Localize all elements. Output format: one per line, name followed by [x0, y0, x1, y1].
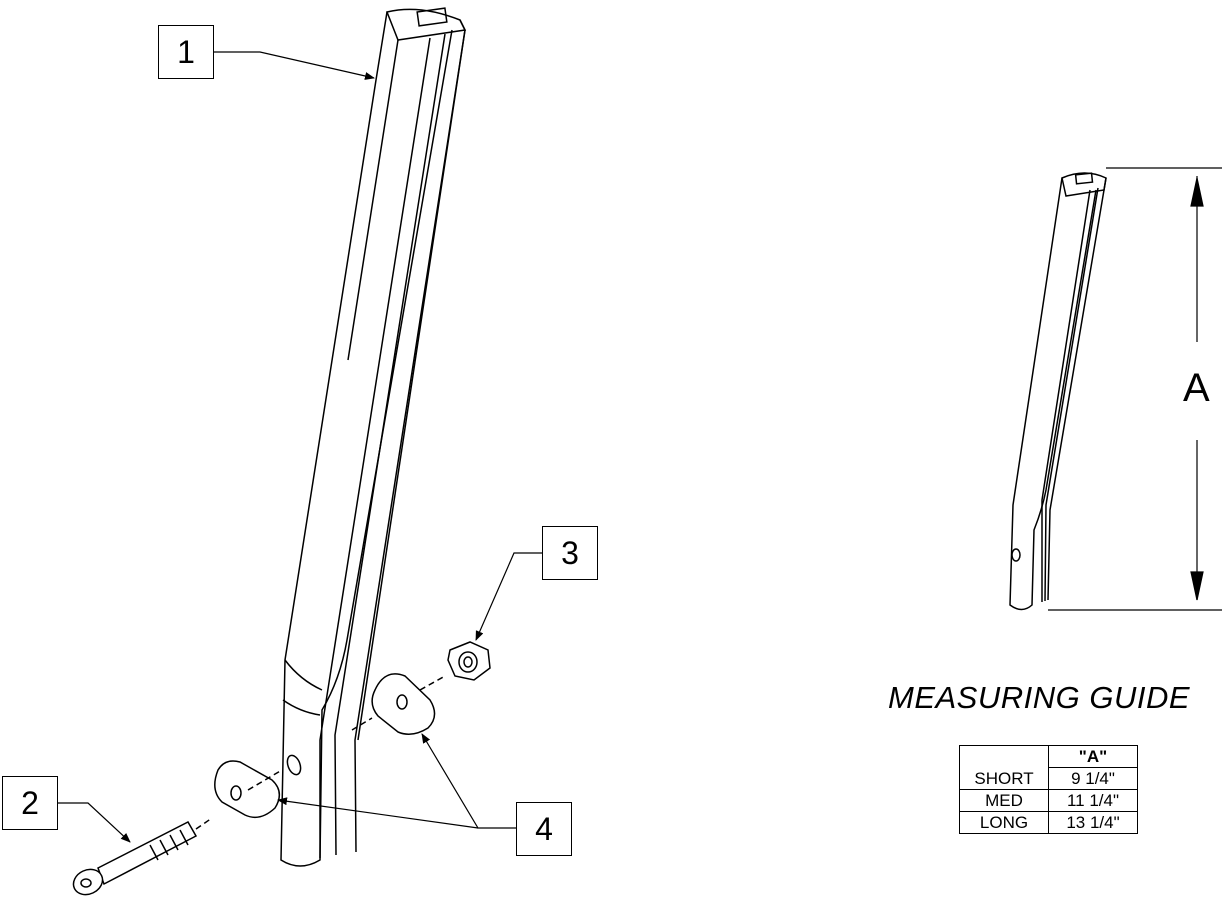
column-header: "A"	[1048, 745, 1138, 768]
size-name: SHORT	[974, 769, 1034, 788]
size-value: 13 1/4"	[1048, 811, 1138, 834]
spacer-upper	[351, 673, 446, 735]
table-row: LONG 13 1/4"	[959, 811, 1138, 834]
bolt	[72, 817, 213, 896]
size-name: LONG	[959, 811, 1049, 834]
size-table: SHORT "A" 9 1/4" MED 11 1/4" LONG 13 1/4…	[959, 745, 1138, 834]
callout-2: 2	[2, 776, 58, 830]
callout-1: 1	[158, 25, 214, 79]
table-row: MED 11 1/4"	[959, 789, 1138, 812]
size-name: MED	[959, 789, 1049, 812]
callout-3: 3	[542, 526, 598, 580]
callout-4-label: 4	[535, 810, 553, 847]
size-value: 11 1/4"	[1048, 789, 1138, 812]
size-value: 9 1/4"	[1048, 767, 1138, 790]
callout-2-label: 2	[21, 784, 39, 821]
measuring-guide-title: MEASURING GUIDE	[888, 680, 1191, 715]
callout-4: 4	[516, 802, 572, 856]
callout-1-label: 1	[177, 33, 195, 70]
dimension-label: A	[1183, 366, 1210, 411]
table-corner: SHORT	[959, 745, 1049, 790]
spacer-lower	[214, 760, 283, 819]
table-header-row: SHORT "A"	[959, 745, 1138, 790]
leader-lines	[58, 51, 542, 843]
nut	[447, 641, 491, 681]
callout-3-label: 3	[561, 534, 579, 571]
table-row: 9 1/4"	[960, 767, 1138, 790]
armrest-tube	[280, 7, 467, 867]
dimension-A	[1048, 167, 1222, 611]
guide-tube	[1009, 172, 1107, 611]
